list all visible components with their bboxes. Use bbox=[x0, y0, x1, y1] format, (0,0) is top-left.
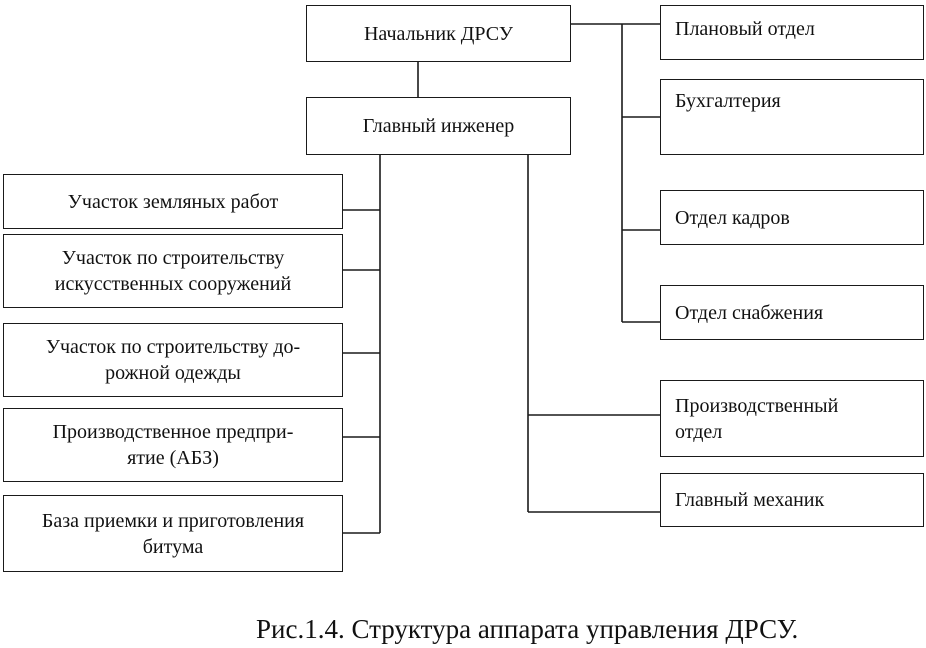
engineering-label: Главный механик bbox=[675, 489, 825, 511]
left-unit-line: рожной одежды bbox=[105, 362, 241, 384]
root-label: Начальник ДРСУ bbox=[363, 22, 514, 45]
department-label: Отдел кадров bbox=[675, 206, 790, 229]
left-unit-line: искусственных сооружений bbox=[54, 273, 292, 295]
left-unit-line: битума bbox=[142, 535, 204, 558]
left-unit-box: База приемки и приготовления битума bbox=[3, 495, 343, 572]
department-box: Отдел кадров bbox=[660, 190, 924, 245]
left-unit-line: ятие (АБЗ) bbox=[127, 447, 219, 469]
left-unit-line: Участок по строительству bbox=[61, 247, 285, 269]
chief-engineer-label: Главный инженер bbox=[362, 115, 515, 137]
department-box: Плановый отдел bbox=[660, 5, 924, 60]
engineering-label: отдел bbox=[675, 420, 723, 443]
department-box: Отдел снабжения bbox=[660, 285, 924, 340]
engineering-label: Производственный bbox=[675, 394, 839, 417]
engineering-box: Производственный отдел bbox=[660, 380, 924, 457]
engineering-box: Главный механик bbox=[660, 473, 924, 527]
figure-caption: Рис.1.4. Структура аппарата управления Д… bbox=[256, 614, 799, 644]
left-unit-box: Участок по строительству искусственных с… bbox=[3, 234, 343, 308]
department-label: Отдел снабжения bbox=[675, 301, 824, 324]
left-unit-box: Участок по строительству до- рожной одеж… bbox=[3, 323, 343, 397]
left-unit-line: Производственное предпри- bbox=[52, 421, 294, 443]
left-unit-line: Участок земляных работ bbox=[67, 190, 279, 213]
left-unit-line: Участок по строительству до- bbox=[45, 336, 301, 358]
department-box: Бухгалтерия bbox=[660, 79, 924, 155]
department-label: Бухгалтерия bbox=[675, 90, 781, 112]
chief-engineer-box: Главный инженер bbox=[306, 97, 571, 155]
left-unit-line: База приемки и приготовления bbox=[41, 509, 305, 532]
department-label: Плановый отдел bbox=[675, 18, 815, 40]
left-unit-box: Участок земляных работ bbox=[3, 174, 343, 229]
left-unit-box: Производственное предпри- ятие (АБЗ) bbox=[3, 408, 343, 482]
root-box: Начальник ДРСУ bbox=[306, 5, 571, 62]
